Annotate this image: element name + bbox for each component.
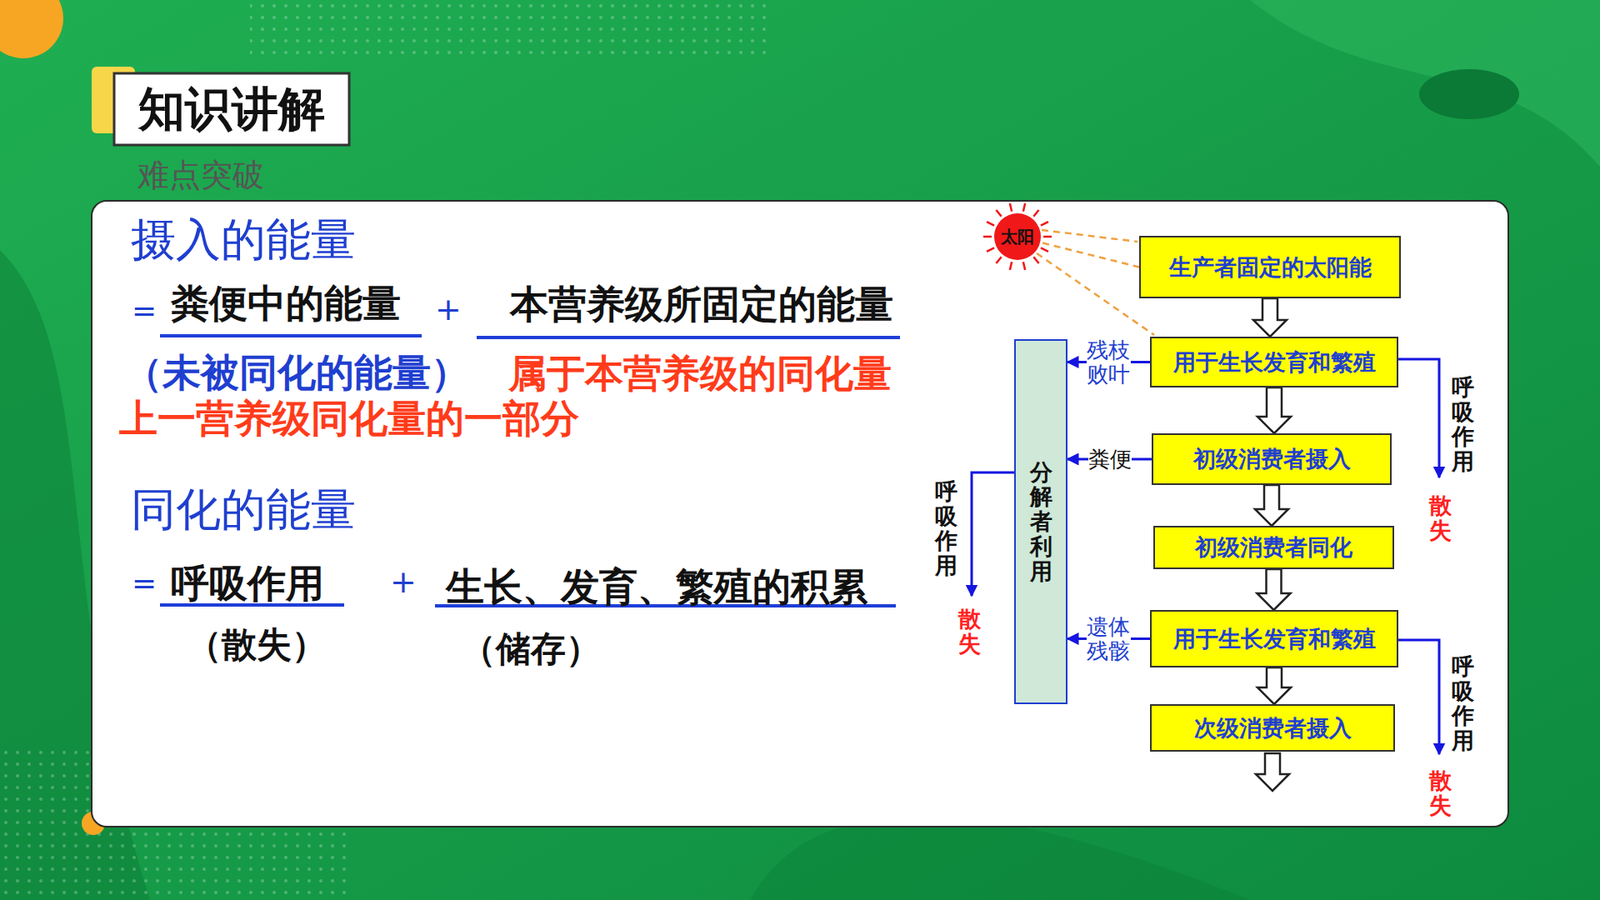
sun-spike [995, 210, 1001, 217]
note: （未被同化的能量） [124, 350, 470, 395]
note: （散失） [186, 625, 327, 665]
loss-label: 散失 [1429, 768, 1452, 818]
term: 呼吸作用 [170, 561, 325, 606]
sun-spike [1033, 256, 1039, 264]
process-label: 呼吸作用 [1451, 375, 1475, 475]
edge-label: 粪便 [1088, 447, 1132, 472]
loss-label: 散失 [1429, 493, 1452, 543]
respiration-arrow [1398, 359, 1440, 478]
sun-disc [994, 213, 1041, 260]
operator: = [131, 565, 157, 600]
flow-arrow [1253, 298, 1287, 337]
light-wave [1250, 0, 1600, 167]
sun-spike [1023, 261, 1025, 270]
node-text: 太阳 [1000, 225, 1035, 249]
respiration-arrow [971, 472, 1015, 596]
flow-arrow [1255, 485, 1289, 526]
node-text: 用于生长发育和繁殖 [1173, 624, 1376, 655]
node-text: 分解者利用 [1030, 460, 1053, 584]
underline [476, 335, 900, 340]
subtitle: 难点突破 [137, 157, 265, 195]
sun-spike [1043, 235, 1052, 239]
operator: + [390, 564, 417, 601]
sun-spike [983, 235, 992, 239]
edge-label: 遗体残骸 [1086, 615, 1131, 663]
node-text: 初级消费者同化 [1195, 532, 1353, 563]
node-text: 用于生长发育和繁殖 [1173, 347, 1376, 378]
hollow-arrow [1255, 753, 1290, 791]
sun-spike [1023, 203, 1025, 212]
node-text: 初级消费者摄入 [1193, 444, 1351, 475]
node-text: 生产者固定的太阳能 [1169, 252, 1372, 283]
process-label: 呼吸作用 [935, 479, 958, 579]
dot-texture [250, 0, 767, 59]
term: 生长、发育、繁殖的积累 [445, 565, 868, 610]
process-box: 用于生长发育和繁殖 [1150, 610, 1399, 668]
note: 属于本营养级的同化量 [508, 351, 892, 396]
sun-spike [1040, 221, 1049, 225]
process-box: 次级消费者摄入 [1150, 704, 1395, 752]
process-box: 初级消费者同化 [1153, 525, 1395, 570]
operator: + [435, 291, 462, 329]
process-label: 呼吸作用 [1451, 654, 1475, 754]
title: 知识讲解 [114, 82, 350, 136]
sun-spike [986, 247, 995, 251]
sun-ray [1041, 230, 1138, 242]
sun-spike [1010, 203, 1012, 212]
content-panel [91, 200, 1509, 827]
note: 上一营养级同化量的一部分 [119, 396, 580, 441]
node-text: 次级消费者摄入 [1194, 713, 1352, 744]
sun-spike [1040, 247, 1049, 251]
process-box: 生产者固定的太阳能 [1139, 235, 1401, 299]
term: 本营养级所固定的能量 [510, 282, 894, 327]
decomposer-box: 分解者利用 [1014, 339, 1068, 705]
flow-arrow [1257, 387, 1291, 434]
edge-label: 残枝败叶 [1086, 338, 1131, 386]
process-box: 用于生长发育和繁殖 [1150, 336, 1399, 388]
dark-oval [1419, 69, 1520, 120]
flow-arrow [1257, 569, 1291, 610]
heading: 摄入的能量 [130, 214, 356, 266]
operator: = [131, 293, 157, 328]
underline [160, 334, 422, 338]
dark-wave [750, 815, 1250, 900]
title-box [114, 73, 350, 145]
heading: 同化的能量 [130, 484, 356, 536]
light-ray [1042, 243, 1140, 268]
flow-arrow [1257, 667, 1291, 705]
respiration-arrow [1398, 640, 1440, 755]
sun-spike [1010, 261, 1012, 270]
sun-circle: 太阳 [991, 210, 1044, 263]
term: 粪便中的能量 [170, 281, 401, 326]
sun-spike [995, 256, 1001, 264]
process-box: 初级消费者摄入 [1151, 433, 1392, 485]
sun-spike [986, 221, 995, 225]
sun-spike [1033, 210, 1039, 217]
note: （储存） [460, 629, 601, 670]
orange-circle [0, 0, 64, 59]
loss-label: 散失 [958, 606, 981, 656]
